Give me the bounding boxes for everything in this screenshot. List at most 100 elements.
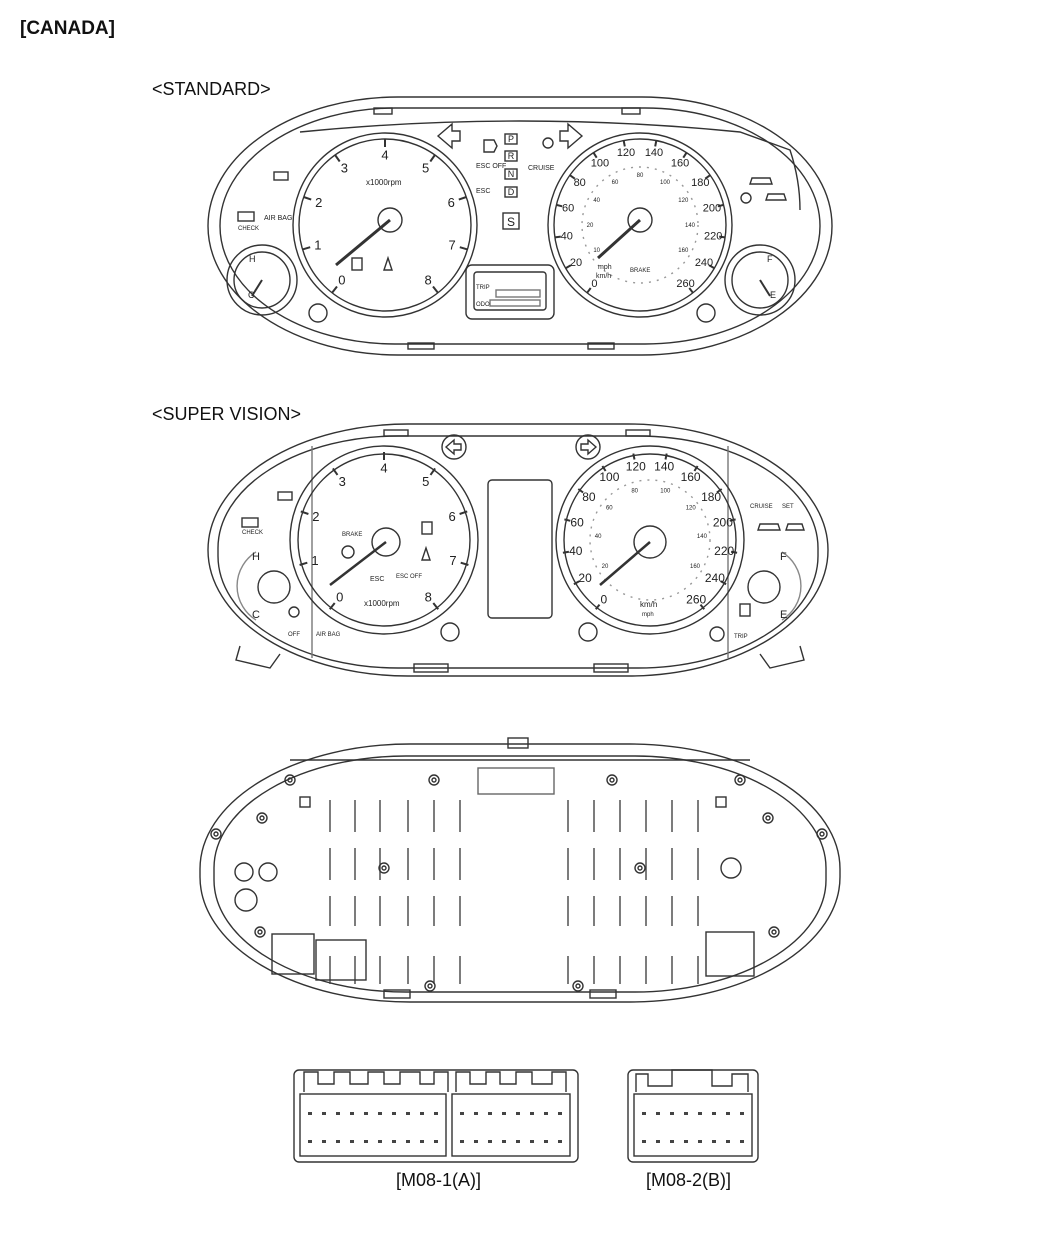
connector-a-pin-2	[336, 1112, 340, 1115]
supervision-tach-hub	[371, 527, 401, 557]
connector-a-pin-21	[350, 1140, 354, 1143]
connector-a-right-key	[455, 1071, 567, 1092]
connector-a-pin-34	[544, 1140, 548, 1143]
supervision-tach-label-5: 5	[422, 474, 429, 489]
standard-temp-low: C	[248, 290, 255, 300]
standard-abs-icon	[308, 303, 328, 323]
connector-b-pin-3	[684, 1112, 688, 1115]
connector-b-key	[635, 1069, 749, 1092]
connector-a-pin-19	[322, 1140, 326, 1143]
gear-box-d	[504, 186, 518, 198]
standard-speedo-inner-label-4: 80	[637, 173, 644, 179]
supervision-speedo-label-12: 240	[705, 571, 725, 585]
standard-cruise-label: CRUISE	[528, 165, 555, 172]
supervision-fuel-full: F	[780, 551, 787, 563]
supervision-speedo-inner-label-1: 40	[595, 534, 602, 540]
supervision-tach-tick-5	[429, 467, 436, 476]
connector-a-pin-1	[322, 1112, 326, 1115]
standard-tach-label-0: 0	[338, 273, 345, 288]
connector-a-pin-26	[420, 1140, 424, 1143]
connector-a-pin-33	[530, 1140, 534, 1143]
connector-a-pin-18	[308, 1140, 312, 1143]
rear-screw-center-2	[609, 777, 615, 783]
supervision-center-display	[487, 479, 553, 619]
rear-screw-center-7	[819, 831, 825, 837]
standard-fuel-gauge-face	[731, 251, 789, 309]
rear-screw-center-6	[213, 831, 219, 837]
connector-a-pin-31	[502, 1140, 506, 1143]
supervision-fuel-gauge	[747, 570, 781, 604]
supervision-speedo-tick-12	[720, 580, 727, 586]
standard-speedo-tick-1	[565, 264, 572, 270]
rear-screw-9	[634, 862, 646, 874]
standard-lcd-screen	[473, 271, 547, 311]
standard-tach-tick-marks	[302, 139, 468, 294]
supervision-tach-unit: x1000rpm	[364, 599, 400, 608]
standard-tach-tick-2	[303, 196, 312, 201]
connector-a-pin-29	[474, 1140, 478, 1143]
standard-speedo-inner-label-8: 160	[678, 248, 689, 254]
supervision-tach-tick-3	[332, 467, 339, 476]
supervision-turn-left-icon	[444, 438, 462, 456]
rear-bottom-clip-right	[589, 989, 617, 999]
standard-tach-label-3: 3	[341, 161, 348, 176]
connector-a-pin-12	[488, 1112, 492, 1115]
standard-lcd-trip-digits	[495, 289, 541, 298]
rear-screw-4	[256, 812, 268, 824]
standard-headlamp-icon	[483, 139, 498, 153]
supervision-fog-lamp-icon	[578, 622, 598, 642]
connector-a-pin-8	[420, 1112, 424, 1115]
standard-tach-tick-3	[334, 154, 341, 163]
connector-b-pin-13	[712, 1140, 716, 1143]
standard-tach-tick-8	[432, 285, 439, 294]
supervision-outer-housing	[207, 423, 829, 677]
supervision-speedo-tick-0	[595, 603, 601, 610]
supervision-speedo-label-1: 20	[578, 571, 592, 585]
standard-tach-label-4: 4	[381, 148, 388, 163]
standard-speedometer-face	[553, 138, 727, 312]
standard-tach-unit: x1000rpm	[366, 178, 402, 187]
connector-a-pin-23	[378, 1140, 382, 1143]
standard-outer-housing	[207, 96, 833, 356]
supervision-door-icon	[421, 521, 433, 535]
standard-speedo-tick-2	[554, 235, 561, 239]
connector-b-pins	[642, 1112, 744, 1143]
standard-tach-tick-6	[458, 196, 467, 201]
supervision-fuel-door-icon	[739, 603, 751, 617]
standard-speedo-label-1: 20	[570, 257, 582, 269]
standard-tach-label-5: 5	[422, 161, 429, 176]
standard-cluster-label: <STANDARD>	[152, 79, 271, 99]
standard-lcd-housing	[465, 264, 555, 320]
supervision-temp-gauge	[257, 570, 291, 604]
supervision-speedo-tick-11	[730, 550, 738, 554]
supervision-tach-tick-2	[300, 510, 309, 515]
sport-mode-label: S	[507, 215, 515, 229]
supervision-top-clip-right	[625, 429, 651, 437]
standard-brake-label: BRAKE	[630, 268, 650, 274]
rear-screw-center-1	[431, 777, 437, 783]
supervision-tach-tick-7	[460, 561, 469, 566]
gear-d: D	[508, 187, 515, 197]
connector-a-pin-24	[392, 1140, 396, 1143]
connector-a-pins	[308, 1112, 562, 1143]
standard-tach-tick-7	[459, 246, 468, 251]
standard-turn-right-icon	[559, 122, 584, 150]
standard-tach-hub	[377, 207, 403, 233]
standard-speedo-tick-9	[704, 174, 711, 180]
supervision-speedometer-face	[563, 453, 737, 627]
standard-speedo-tick-5	[592, 152, 598, 159]
supervision-speedo-hub	[633, 525, 667, 559]
standard-tach-tick-5	[429, 154, 436, 163]
supervision-cruise-label: CRUISE	[750, 504, 773, 510]
supervision-tach-tick-marks	[299, 452, 469, 610]
supervision-tach-label-2: 2	[312, 509, 319, 524]
supervision-tach-label-1: 1	[311, 553, 318, 568]
standard-top-clip-left	[373, 107, 393, 115]
standard-speedo-tick-6	[622, 140, 626, 147]
standard-bottom-clip-left	[407, 342, 435, 350]
standard-speedo-tick-0	[586, 287, 592, 294]
connector-a-pin-14	[516, 1112, 520, 1115]
gear-box-p	[504, 133, 518, 145]
standard-speedo-inner-label-6: 120	[678, 198, 689, 204]
standard-fuel-gauge	[724, 244, 796, 316]
